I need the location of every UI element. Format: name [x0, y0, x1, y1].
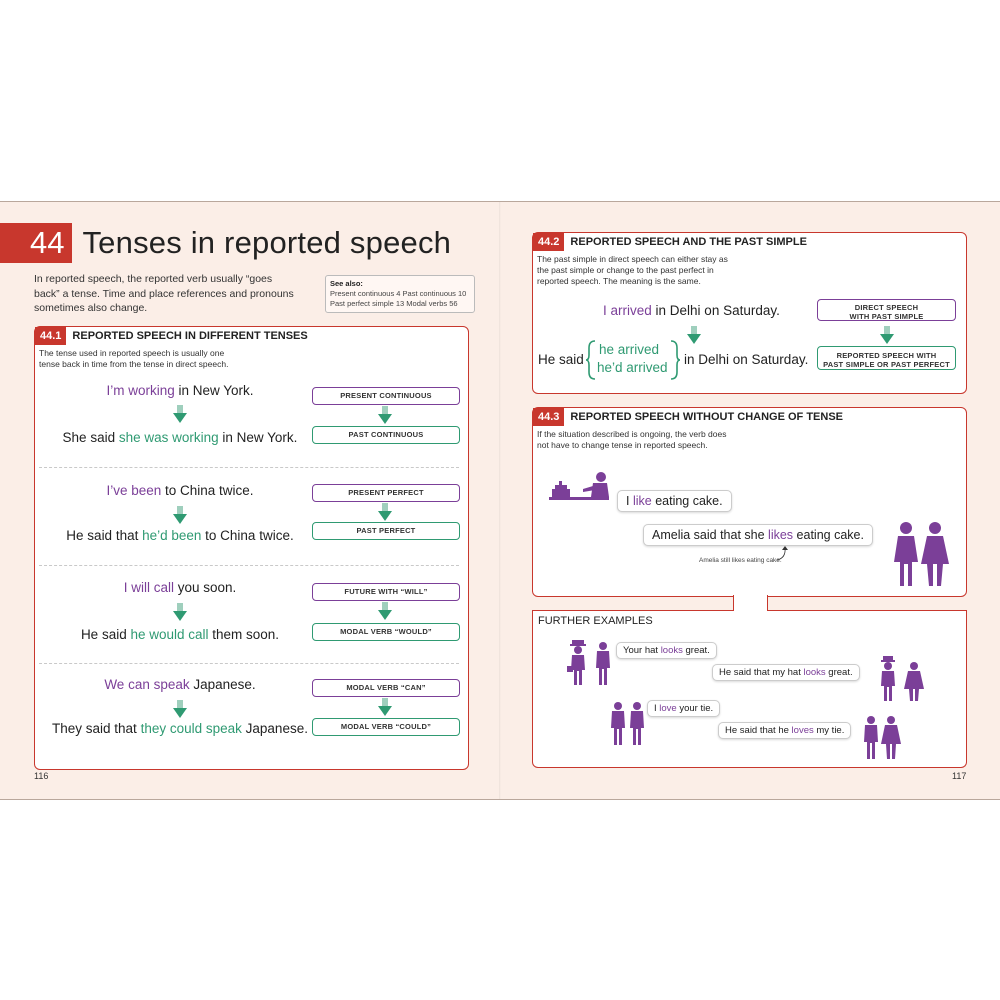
down-arrow-icon — [378, 698, 392, 716]
page-gutter — [499, 202, 501, 799]
section-tag: 44.1 — [35, 327, 67, 345]
section-title: REPORTED SPEECH IN DIFFERENT TENSES — [72, 330, 308, 342]
section-44-2: 44.2 REPORTED SPEECH AND THE PAST SIMPLE… — [532, 232, 967, 394]
section-description: The tense used in reported speech is usu… — [39, 348, 229, 369]
panel-border — [767, 610, 967, 611]
tense-label: PAST CONTINUOUS — [312, 426, 460, 444]
down-arrow-icon — [687, 326, 701, 344]
speech-bubble: Amelia said that she likes eating cake. — [643, 524, 873, 546]
down-arrow-icon — [173, 405, 187, 423]
brace-left-icon — [586, 340, 596, 380]
reported-sentence: She said she was working in New York. — [62, 430, 298, 445]
direct-sentence: I’ve been to China twice. — [106, 483, 254, 498]
speech-bubble: He said that he loves my tie. — [718, 722, 852, 739]
reported-sentence: They said that they could speak Japanese… — [52, 721, 308, 736]
direct-sentence: I will call you soon. — [123, 580, 237, 595]
tense-label: PRESENT PERFECT — [312, 484, 460, 502]
tense-label: PRESENT CONTINUOUS — [312, 387, 460, 405]
panel-border — [532, 610, 733, 611]
down-arrow-icon — [173, 700, 187, 718]
section-header: 44.3 REPORTED SPEECH WITHOUT CHANGE OF T… — [533, 408, 843, 426]
divider — [39, 663, 459, 664]
tense-label: FUTURE WITH “WILL” — [312, 583, 460, 601]
direct-sentence: We can speak Japanese. — [104, 677, 256, 692]
chapter-title: Tenses in reported speech — [82, 225, 452, 260]
annotation-note: Amelia still likes eating cake. — [699, 557, 782, 564]
section-44-1: 44.1 REPORTED SPEECH IN DIFFERENT TENSES… — [34, 326, 469, 770]
section-44-3: 44.3 REPORTED SPEECH WITHOUT CHANGE OF T… — [532, 407, 967, 597]
section-title: REPORTED SPEECH WITHOUT CHANGE OF TENSE — [570, 411, 843, 423]
book-spread: 44 Tenses in reported speech In reported… — [0, 201, 1000, 800]
speech-bubble: I love your tie. — [647, 700, 721, 717]
see-also-line: Present continuous 4 Past continuous 10 — [330, 289, 467, 298]
section-tag: 44.2 — [533, 233, 565, 251]
reported-sentence-suffix: in Delhi on Saturday. — [684, 352, 809, 367]
see-also-box: See also: Present continuous 4 Past cont… — [325, 275, 475, 313]
reported-sentence: He said he would call them soon. — [80, 627, 280, 642]
reported-sentence-prefix: He said — [538, 352, 584, 367]
tense-label: MODAL VERB “WOULD” — [312, 623, 460, 641]
two-men-icon — [611, 702, 644, 745]
brace-right-icon — [670, 340, 680, 380]
intro-text: In reported speech, the reported verb us… — [34, 273, 294, 314]
section-description: If the situation described is ongoing, t… — [537, 429, 727, 450]
reported-sentence: He said that he’d been to China twice. — [66, 528, 294, 543]
page-number-right: 117 — [952, 771, 967, 781]
down-arrow-icon — [378, 503, 392, 521]
down-arrow-icon — [173, 603, 187, 621]
divider — [39, 565, 459, 566]
down-arrow-icon — [173, 506, 187, 524]
see-also-heading: See also: — [330, 279, 363, 288]
direct-sentence: I’m working in New York. — [106, 383, 254, 398]
tense-label: MODAL VERB “COULD” — [312, 718, 460, 736]
speech-bubble: He said that my hat looks great. — [712, 664, 860, 681]
see-also-line: Past perfect simple 13 Modal verbs 56 — [330, 299, 458, 308]
section-header: 44.2 REPORTED SPEECH AND THE PAST SIMPLE — [533, 233, 807, 251]
man-woman-icon — [881, 656, 924, 701]
direct-sentence: I arrived in Delhi on Saturday. — [603, 303, 780, 318]
section-description: The past simple in direct speech can eit… — [537, 254, 728, 286]
divider — [39, 467, 459, 468]
page-number-left: 116 — [34, 771, 49, 781]
couple-icon — [894, 522, 949, 586]
section-tag: 44.3 — [533, 408, 565, 426]
annotation-arrow-icon — [776, 546, 788, 561]
speech-bubble: Your hat looks great. — [616, 642, 717, 659]
reported-option: he’d arrived — [597, 360, 668, 375]
panel-notch — [733, 595, 768, 611]
tense-label: MODAL VERB “CAN” — [312, 679, 460, 697]
two-men-icon — [567, 640, 610, 685]
section-header: 44.1 REPORTED SPEECH IN DIFFERENT TENSES — [35, 327, 308, 345]
down-arrow-icon — [880, 326, 894, 344]
person-eating-cake-icon — [549, 472, 609, 500]
tense-label: PAST PERFECT — [312, 522, 460, 540]
chapter-header: 44 Tenses in reported speech — [0, 222, 451, 264]
down-arrow-icon — [378, 602, 392, 620]
man-woman-icon — [864, 716, 901, 759]
section-title: REPORTED SPEECH AND THE PAST SIMPLE — [570, 236, 807, 248]
speech-bubble: I like eating cake. — [617, 490, 732, 512]
reported-option: he arrived — [599, 342, 660, 357]
down-arrow-icon — [378, 406, 392, 424]
further-examples-heading: FURTHER EXAMPLES — [538, 615, 653, 627]
chapter-number: 44 — [0, 223, 73, 263]
further-examples: FURTHER EXAMPLES Your hat looks great. H… — [532, 610, 967, 768]
